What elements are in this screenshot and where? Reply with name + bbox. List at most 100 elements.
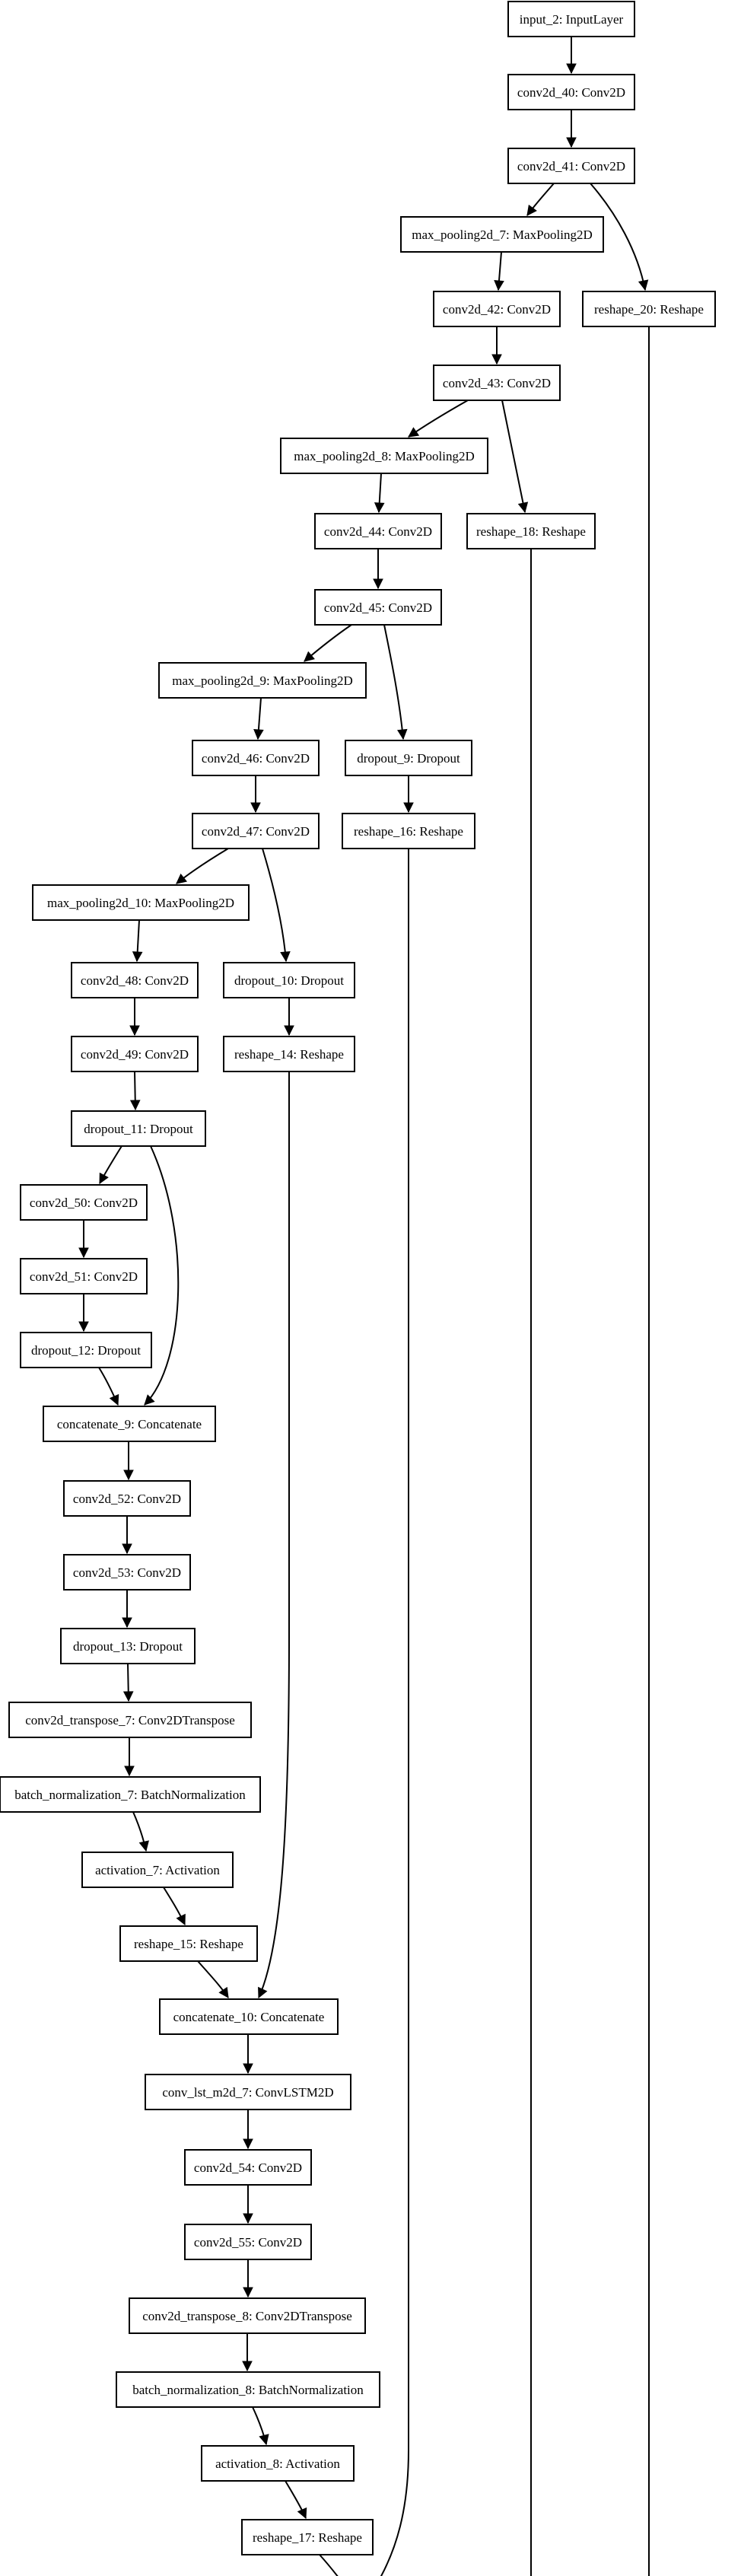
node-box [184,2224,312,2260]
edge-conv2d_53-to-dropout_13 [122,1590,132,1629]
arrowhead-icon [258,1986,268,1999]
arrowhead-icon [109,1393,119,1406]
arrowhead-icon [99,1172,109,1184]
edge-reshape_15-to-concatenate_10 [197,1960,229,1998]
node-box [116,2371,380,2408]
node-box [60,1628,196,1664]
node-box [8,1702,252,1738]
node-label: input_2: InputLayer [520,12,624,27]
arrowhead-icon [250,802,261,814]
node-label: conv2d_46: Conv2D [202,751,310,766]
node-label: conv2d_41: Conv2D [517,159,625,174]
edge-conv2d_54-to-conv2d_55 [243,2185,253,2224]
edge-conv2d_42-to-conv2d_43 [491,326,502,365]
edge-conv2d_41-to-reshape_20 [590,183,649,291]
edge-conv2d_49-to-dropout_11 [129,1071,141,1111]
node-box [400,216,604,253]
node-box [145,2074,351,2110]
edge-reshape_17-to-offpage [319,2554,339,2576]
node-box [201,2445,355,2482]
edge-max_pooling2d_8-to-conv2d_44 [374,473,385,514]
edge-dropout_11-to-concatenate_9 [144,1145,180,1406]
edge-concatenate_9-to-conv2d_52 [123,1441,134,1481]
edge-dropout_9-to-reshape_16 [403,775,414,814]
node-label: reshape_14: Reshape [234,1047,344,1062]
node-box [582,291,716,327]
node-box [129,2297,366,2334]
edge-line [258,1071,291,1998]
arrowhead-icon [243,2213,253,2224]
node-label: max_pooling2d_10: MaxPooling2D [47,896,234,910]
arrowhead-icon [176,873,188,884]
node-box [241,2519,374,2555]
node-conv2d-50: conv2d_50: Conv2D [20,1184,148,1221]
edge-conv2d_43-to-max_pooling2d_8 [408,400,469,438]
edge-max_pooling2d_7-to-conv2d_42 [494,251,504,291]
node-reshape-14: reshape_14: Reshape [223,1036,355,1072]
node-box [63,1480,191,1517]
node-label: concatenate_10: Concatenate [173,2010,325,2024]
node-box [192,740,320,776]
arrowhead-icon [280,950,291,963]
node-label: conv2d_54: Conv2D [194,2160,302,2175]
nodes-layer: input_2: InputLayer conv2d_40: Conv2D conv… [0,1,716,2555]
node-activation-8: activation_8: Activation [201,2445,355,2482]
edge-conv2d_47-to-dropout_10 [262,848,291,963]
edge-conv2d_45-to-max_pooling2d_9 [304,624,352,662]
node-conv2d-49: conv2d_49: Conv2D [71,1036,199,1072]
node-box [81,1852,234,1888]
edge-conv2d_41-to-max_pooling2d_7 [526,183,555,216]
node-box [71,1110,206,1147]
node-box [345,740,472,776]
node-conv2d-43: conv2d_43: Conv2D [433,365,561,401]
node-label: reshape_18: Reshape [476,524,586,539]
node-label: conv2d_44: Conv2D [324,524,432,539]
node-label: conv2d_53: Conv2D [73,1565,181,1580]
node-label: batch_normalization_8: BatchNormalizatio… [132,2383,364,2397]
edge-conv_lst_m2d_7-to-conv2d_54 [243,2110,253,2150]
arrowhead-icon [408,427,420,438]
node-box [507,1,635,37]
edge-line [319,2554,339,2576]
arrowhead-icon [297,2507,307,2520]
arrowhead-icon [373,578,383,590]
node-label: max_pooling2d_8: MaxPooling2D [294,449,475,463]
node-label: conv2d_49: Conv2D [81,1047,189,1062]
node-box [314,513,442,549]
node-conv2d-transpose-8: conv2d_transpose_8: Conv2DTranspose [129,2297,366,2334]
node-label: conv2d_48: Conv2D [81,973,189,988]
node-dropout-12: dropout_12: Dropout [20,1332,152,1368]
node-conv2d-40: conv2d_40: Conv2D [507,74,635,110]
edge-line [380,849,410,2576]
arrowhead-icon [123,1469,134,1481]
arrowhead-icon [566,137,577,148]
node-label: conv2d_47: Conv2D [202,824,310,839]
node-box [466,513,596,549]
node-label: conv2d_50: Conv2D [30,1196,138,1210]
arrowhead-icon [243,2063,253,2074]
arrowhead-icon [242,2361,253,2372]
edge-line [383,624,404,740]
node-conv-lst-m2d-7: conv_lst_m2d_7: ConvLSTM2D [145,2074,351,2110]
node-conv2d-55: conv2d_55: Conv2D [184,2224,312,2260]
arrowhead-icon [638,279,649,291]
node-reshape-15: reshape_15: Reshape [119,1925,258,1962]
node-label: batch_normalization_7: BatchNormalizatio… [14,1788,246,1802]
node-label: conv2d_52: Conv2D [73,1492,181,1506]
node-label: reshape_16: Reshape [354,824,463,839]
node-box [280,438,488,474]
arrowhead-icon [397,728,408,740]
edge-line [262,848,287,962]
node-activation-7: activation_7: Activation [81,1852,234,1888]
node-label: conv2d_42: Conv2D [443,302,551,317]
node-label: reshape_15: Reshape [134,1937,243,1951]
arrowhead-icon [253,729,264,740]
edge-batch_normalization_8-to-activation_8 [252,2406,269,2446]
arrowhead-icon [78,1321,89,1333]
node-label: concatenate_9: Concatenate [57,1417,202,1431]
edge-batch_normalization_7-to-activation_7 [132,1811,149,1852]
node-conv2d-transpose-7: conv2d_transpose_7: Conv2DTranspose [8,1702,252,1738]
edge-activation_7-to-reshape_15 [163,1887,186,1926]
node-conv2d-44: conv2d_44: Conv2D [314,513,442,549]
node-batch-normalization-8: batch_normalization_8: BatchNormalizatio… [116,2371,380,2408]
